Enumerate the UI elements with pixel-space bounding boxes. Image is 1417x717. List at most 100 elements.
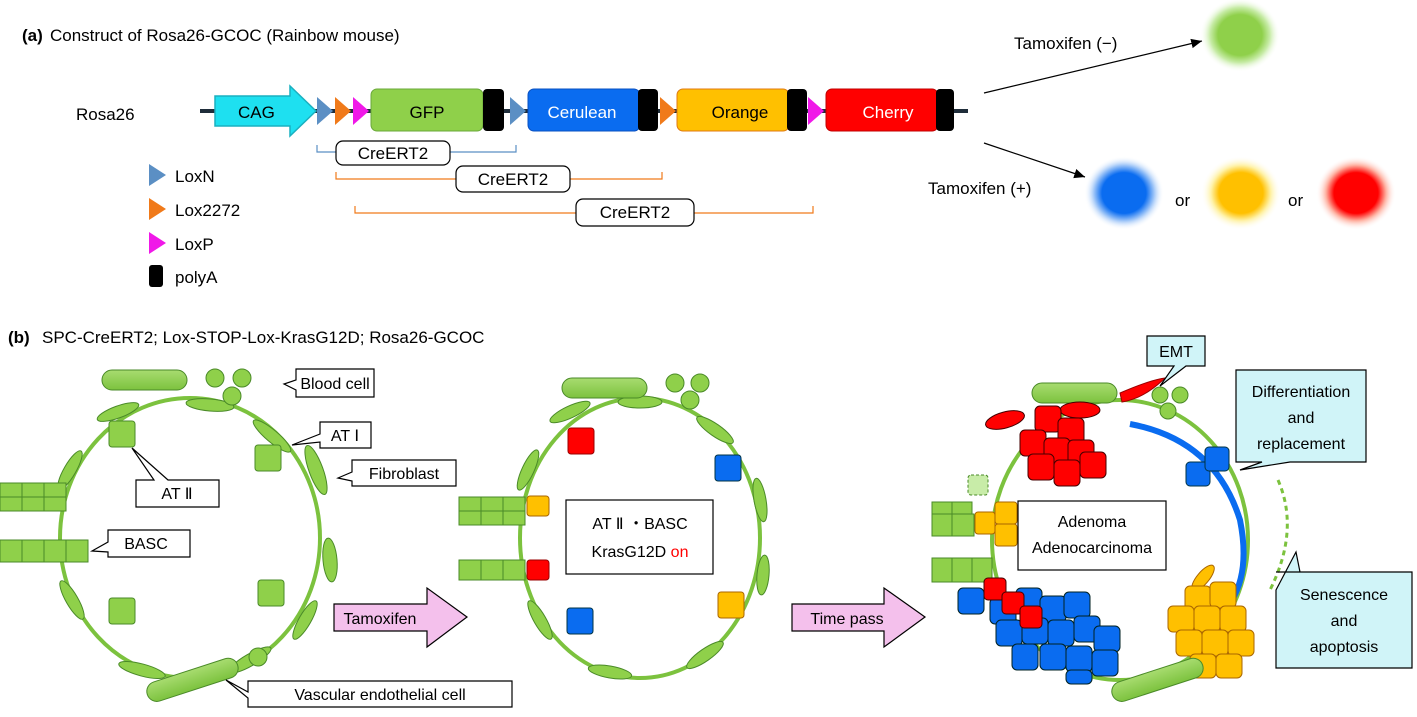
alveolus-induced: AT Ⅱ ・BASC KrasG12D on (458, 373, 770, 680)
at1-cell (96, 402, 140, 422)
yellow-basc-cell (526, 495, 550, 517)
basc-row-cell (21, 496, 45, 512)
yellow-basc-cell (994, 501, 1018, 525)
basc-row-cell (0, 482, 23, 498)
blue-tumor-cell (1063, 591, 1091, 619)
sen-line2: and (1331, 613, 1358, 630)
red-tumor-cell (1019, 605, 1043, 629)
basc-cell (21, 539, 45, 563)
at1-cell (322, 537, 338, 583)
basc-cell (458, 559, 482, 581)
at1-cell (516, 449, 540, 491)
lox2272-site-icon (335, 97, 351, 125)
blood-cell (1171, 386, 1189, 404)
red-cell-icon (1316, 156, 1396, 230)
basc-cell (931, 557, 953, 583)
sen-line3: apoptosis (1310, 639, 1379, 656)
vessel (1031, 382, 1118, 404)
blue-tumor-cell (995, 619, 1023, 647)
tamoxifen-arrow (333, 586, 469, 649)
basc-callout (89, 529, 191, 558)
blood-cell (665, 373, 685, 393)
vascular-callout (225, 679, 513, 708)
basc-cell (502, 559, 526, 581)
tamoxifen-plus-arrow (983, 142, 1086, 179)
polya-icon (483, 89, 504, 131)
blue-at2-cell (714, 454, 742, 482)
at1-cell (527, 600, 553, 640)
time-pass-arrow (791, 586, 927, 649)
yellow-tumor-cell (1215, 653, 1243, 679)
cerulean-label: Cerulean (548, 103, 617, 122)
legend-lox2272-icon (149, 198, 166, 220)
red-at1-cell (1059, 401, 1101, 419)
yellow-tumor-cell (1227, 629, 1255, 657)
loxp-site-icon (808, 97, 824, 125)
at1-cell (696, 415, 734, 445)
senescence-callout (1275, 550, 1413, 669)
fibroblast-cell (304, 444, 328, 496)
yellow-basc-cell (994, 523, 1018, 547)
kras-line1: AT Ⅱ ・BASC (592, 516, 687, 533)
legend-loxn-icon (149, 164, 166, 186)
basc-cell (971, 557, 993, 583)
basc-cell (951, 557, 973, 583)
blue-at2-cell (566, 607, 594, 635)
basc-row-cell (480, 510, 504, 526)
locus-label: Rosa26 (76, 105, 135, 124)
vessel (146, 657, 239, 702)
panel-b-title: SPC-CreERT2; Lox-STOP-Lox-KrasG12D; Rosa… (42, 328, 484, 347)
blood-cell (680, 390, 700, 410)
sen-line1: Senescence (1300, 587, 1388, 604)
differentiation-callout (1235, 369, 1367, 471)
red-tumor-cell (1053, 459, 1081, 487)
at1-cell (756, 554, 770, 596)
vessel (561, 377, 648, 399)
emt-callout (1146, 335, 1206, 387)
yellow-at2-cell (717, 591, 745, 619)
panel-a-title: Construct of Rosa26-GCOC (Rainbow mouse) (50, 26, 400, 45)
legend: LoxN Lox2272 LoxP polyA (149, 164, 240, 287)
red-tumor-cell (1027, 453, 1055, 481)
basc-row-cell (43, 496, 67, 512)
basc-row-cell (458, 510, 482, 526)
kras-line2: KrasG12D on (592, 544, 689, 561)
at2-cell (254, 444, 282, 472)
panel-b: (b) SPC-CreERT2; Lox-STOP-Lox-KrasG12D; … (0, 328, 1413, 708)
cre-label-3: CreERT2 (600, 203, 671, 222)
cag-promoter (214, 84, 318, 138)
blue-at2-cell (1204, 446, 1230, 472)
at2-cell (108, 597, 136, 625)
vessel (101, 369, 188, 391)
blue-tumor-cell (1011, 643, 1039, 671)
yellow-basc-cell (974, 511, 996, 535)
red-tumor-cell (1034, 405, 1062, 433)
red-tumor-cell (983, 577, 1007, 601)
polya-icon (936, 89, 954, 131)
alveolus-normal: Blood cell AT Ⅰ Fibroblast AT Ⅱ BASC Vas… (0, 368, 513, 708)
basc-row-cell (951, 501, 973, 515)
basc-row-cell (502, 510, 526, 526)
at1-cell (185, 398, 235, 412)
blue-at1-layer (1129, 421, 1247, 602)
adenoma-line2: Adenocarcinoma (1032, 540, 1152, 557)
blood-cell (248, 647, 268, 667)
basc-row-cell (21, 482, 45, 498)
legend-loxp-icon (149, 232, 166, 254)
diff-line3: replacement (1257, 436, 1346, 453)
at1-cell (587, 664, 633, 680)
at1-cell (59, 580, 85, 620)
lox2272-site-icon (660, 97, 676, 125)
basc-row-cell (931, 513, 953, 537)
basc-label: BASC (124, 536, 168, 553)
blood-cell (690, 373, 710, 393)
basc-row-cell (0, 496, 23, 512)
legend-polya-icon (149, 265, 163, 287)
basc-row-cell (931, 501, 953, 515)
cre-box-2 (455, 165, 571, 193)
blue-tumor-cell (1093, 625, 1121, 653)
loxp-site-icon (353, 97, 369, 125)
at1-cell (252, 419, 292, 453)
basc-row-cell (502, 496, 526, 512)
